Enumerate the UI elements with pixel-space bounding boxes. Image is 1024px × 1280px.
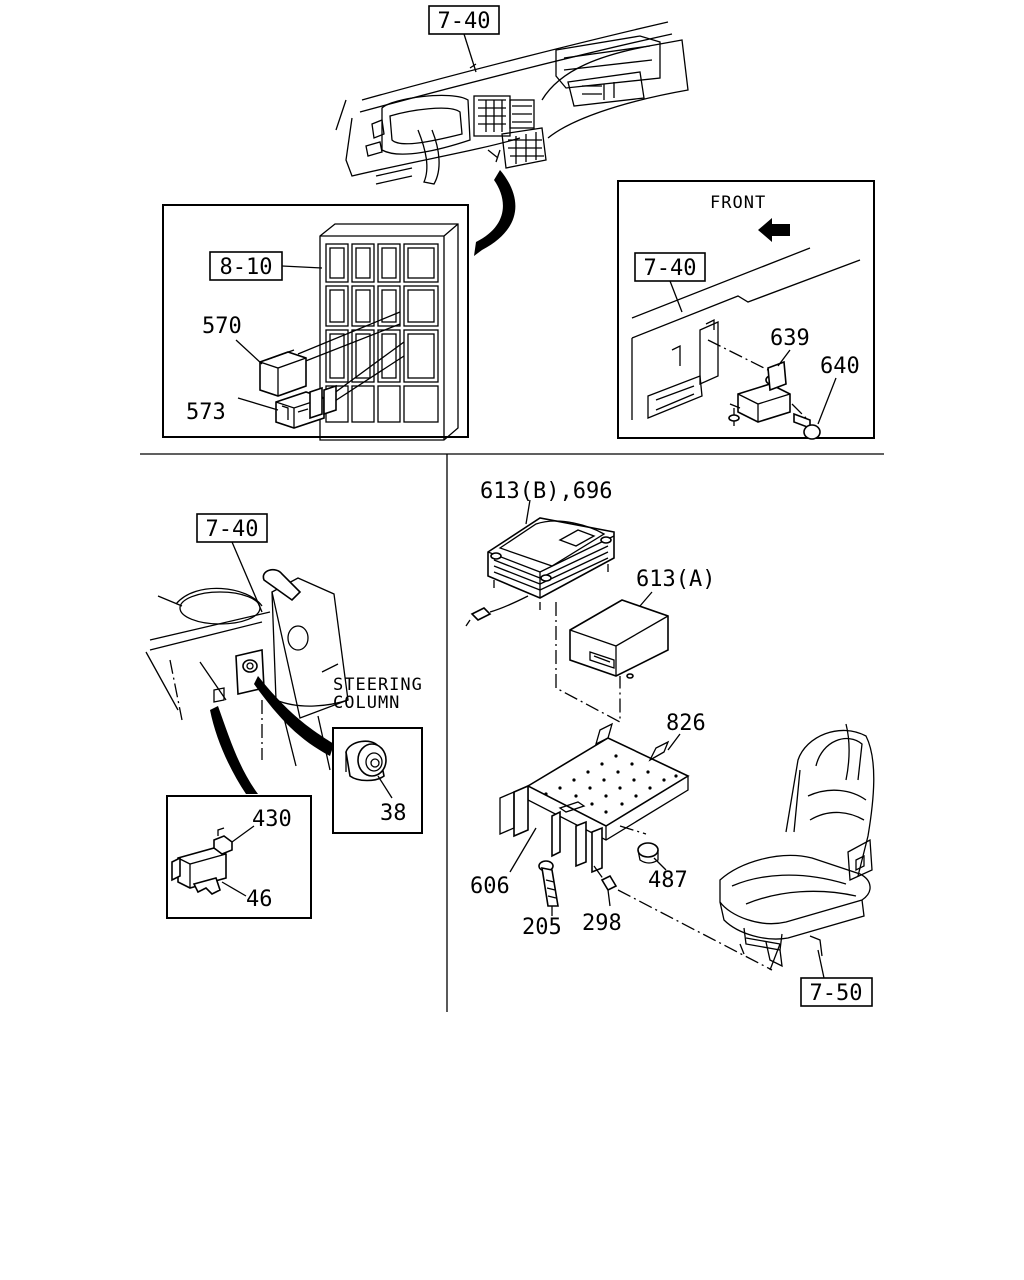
part-606-label: 606 [470, 874, 510, 899]
ref-bracket-panel-label: 7-40 [644, 256, 697, 281]
steering-label-line2: COLUMN [333, 693, 400, 713]
ref-steering-label: 7-40 [206, 517, 259, 542]
relay-box-panel: 8-10 570 573 [162, 204, 469, 441]
part-640-label: 640 [820, 354, 860, 379]
bolt-205-part: 205 [522, 860, 562, 940]
mounting-bracket-606: 826 606 [470, 602, 706, 899]
part-570-label: 570 [202, 314, 242, 339]
ecm-613b: 613(B),696 [465, 479, 615, 627]
part-38-label: 38 [380, 801, 407, 826]
switch-38-panel: 38 [332, 727, 423, 834]
switch-38-part [345, 740, 387, 782]
part-430-label: 430 [252, 807, 292, 832]
ecm-613a: 613(A) [569, 567, 715, 679]
dashboard-illustration [335, 21, 689, 256]
seat-illustration: 7-50 [719, 723, 875, 1007]
ref-relay-box-label: 8-10 [220, 255, 273, 280]
relay-46-part [171, 827, 233, 895]
part-298-label: 298 [582, 911, 622, 936]
part-613b-696-label: 613(B),696 [480, 479, 612, 504]
relay-570-part [259, 349, 307, 397]
connector-573-part [275, 384, 337, 429]
ref-box-dash-top: 7-40 [428, 5, 500, 73]
steering-label-line1: STEERING [333, 675, 423, 695]
bracket-holes [544, 754, 678, 814]
part-46-label: 46 [246, 887, 273, 912]
bracket-panel: FRONT 7-40 639 640 [617, 180, 875, 440]
bolt-640-part [793, 412, 821, 440]
part-205-label: 205 [522, 915, 562, 940]
clip-298-part: 298 [582, 865, 622, 936]
front-arrow-icon [758, 218, 790, 242]
part-826-label: 826 [666, 711, 706, 736]
part-487-label: 487 [648, 868, 688, 893]
relay-46-panel: 430 46 [166, 795, 312, 919]
ref-seat-label: 7-50 [810, 981, 863, 1006]
part-613a-label: 613(A) [636, 567, 715, 592]
nut-487-part: 487 [619, 825, 688, 893]
part-573-label: 573 [186, 400, 226, 425]
ref-dash-top-label: 7-40 [438, 9, 491, 34]
front-label: FRONT [710, 193, 766, 213]
part-639-label: 639 [770, 326, 810, 351]
steering-column-illustration: 7-40 STEERING COLUMN [145, 513, 423, 794]
seat-leader-line [617, 889, 773, 971]
